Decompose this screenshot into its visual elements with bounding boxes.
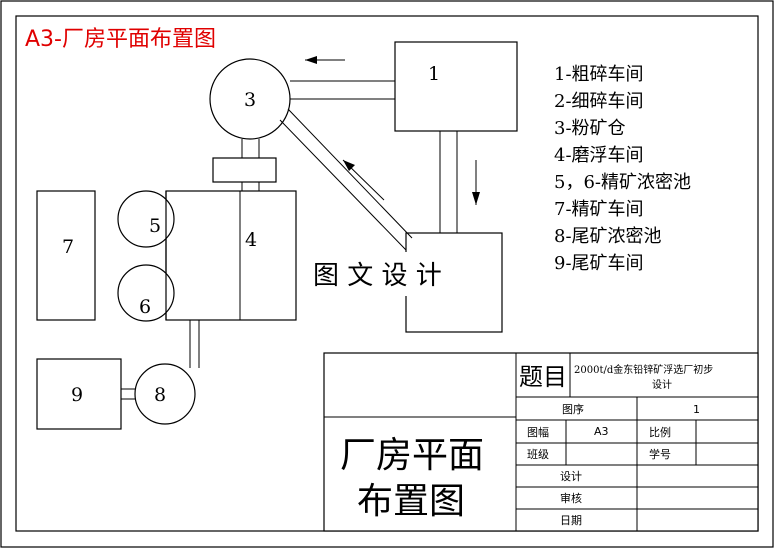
topic-value-line1: 2000t/d金东铅锌矿浮选厂初步 (574, 363, 713, 376)
unit-5-thickener: 5 (117, 190, 175, 248)
legend-item: 8-尾矿浓密池 (554, 226, 662, 247)
flow-arrowhead (343, 160, 355, 171)
unit-5-label: 5 (149, 215, 161, 237)
title-block: 厂房平面 布置图 题目 2000t/d金东铅锌矿浮选厂初步 设计 图序 1 图幅… (323, 352, 759, 532)
watermark-backing (300, 252, 476, 296)
unit-1-coarse-crushing: 1 (394, 41, 518, 132)
flow-arrowhead (472, 192, 480, 205)
designer-label: 设计 (560, 470, 582, 483)
drawing-name-line2: 布置图 (357, 481, 465, 522)
reviewer-label: 审核 (560, 491, 582, 505)
feeder-block (212, 157, 277, 183)
topic-label: 题目 (519, 363, 567, 391)
unit-1-label: 1 (428, 63, 440, 85)
unit-3-label: 3 (244, 89, 256, 111)
flow-arrowhead (305, 56, 317, 64)
unit-7-concentrate-workshop: 7 (36, 190, 96, 321)
legend-item: 2-细碎车间 (554, 91, 644, 112)
sheet-title: A3-厂房平面布置图 (25, 27, 216, 52)
unit-9-label: 9 (71, 384, 83, 406)
date-label: 日期 (560, 514, 582, 527)
legend-item: 7-精矿车间 (554, 199, 644, 220)
legend-item: 3-粉矿仓 (554, 118, 626, 139)
unit-9-tailings-workshop: 9 (36, 358, 122, 430)
unit-6-label: 6 (139, 296, 151, 318)
legend-item: 9-尾矿车间 (554, 253, 644, 274)
sheet-size-label: 图幅 (527, 426, 549, 439)
class-label: 班级 (527, 448, 549, 461)
scale-label: 比例 (649, 425, 671, 439)
unit-4-label: 4 (245, 229, 257, 251)
legend-item: 5，6-精矿浓密池 (554, 172, 691, 193)
drawing-name-line1: 厂房平面 (340, 435, 484, 476)
unit-7-label: 7 (62, 236, 74, 258)
sheet-size-value: A3 (594, 425, 609, 438)
unit-6-thickener: 6 (117, 264, 175, 322)
legend-item: 4-磨浮车间 (554, 145, 644, 166)
student-id-label: 学号 (649, 447, 671, 461)
conveyor-line (279, 119, 407, 251)
watermark-text: 图 文 设 计 (313, 261, 442, 291)
unit-8-tailings-thickener: 8 (134, 363, 196, 425)
conveyor-line (287, 108, 413, 239)
legend: 1-粗碎车间 2-细碎车间 3-粉矿仓 4-磨浮车间 5，6-精矿浓密池 7-精… (554, 64, 691, 274)
unit-8-label: 8 (154, 384, 166, 406)
legend-item: 1-粗碎车间 (554, 64, 644, 85)
unit-3-ore-bin: 3 (209, 58, 291, 140)
sheet-no-label: 图序 (562, 402, 584, 416)
topic-value-line2: 设计 (652, 378, 672, 391)
unit-4-grinding-flotation: 4 (165, 190, 297, 321)
sheet-no-value: 1 (693, 403, 700, 416)
